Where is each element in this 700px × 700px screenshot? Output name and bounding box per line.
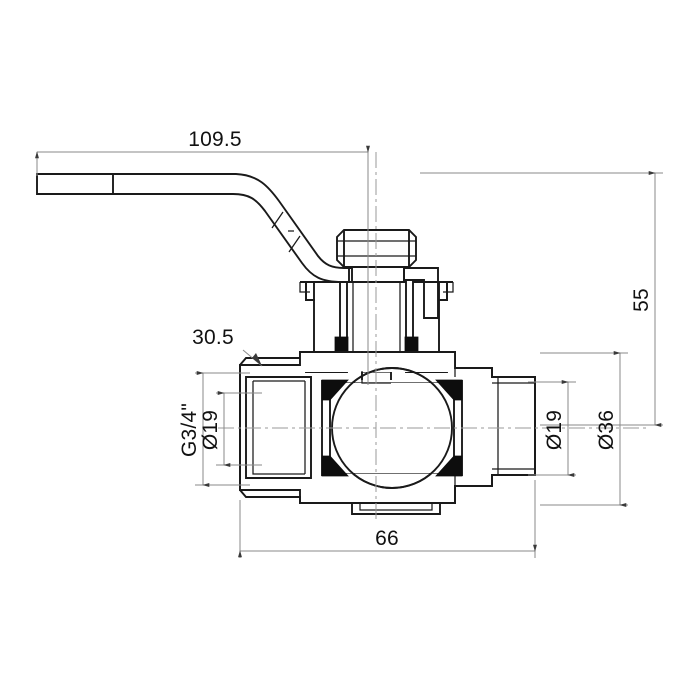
dimension-label-overall-height: 55 [630,288,653,312]
dimension-overall-height: 55 [420,171,663,427]
dimension-label-outlet-thread: Ø36 [595,410,618,450]
dimension-label-inlet-thread: G3/4" [178,403,201,457]
ball-seats [321,379,463,477]
dimension-layer: 109.5 55 30.5 G3/4" [35,128,663,558]
valve-assembly-geometry [36,152,648,520]
dimension-handle-length: 109.5 [35,128,370,385]
handle-stop-tab [403,267,439,319]
dimension-outlet-bore: Ø19 [528,380,576,477]
dimension-inlet-bore: Ø19 [199,391,262,467]
dimension-label-body-offset: 30.5 [192,326,234,349]
dimension-body-offset: 30.5 [192,326,263,367]
dimension-label-handle-length: 109.5 [188,128,242,151]
outlet-port [454,368,536,486]
dimension-body-length: 66 [238,480,537,558]
dimension-label-outlet-bore: Ø19 [543,410,566,450]
dimension-label-body-length: 66 [375,527,399,550]
handle-lever[interactable] [36,173,353,283]
dimension-label-inlet-bore: Ø19 [199,410,222,450]
dimension-outlet-thread: Ø36 [540,351,628,507]
dimension-inlet-thread: G3/4" [178,371,250,487]
